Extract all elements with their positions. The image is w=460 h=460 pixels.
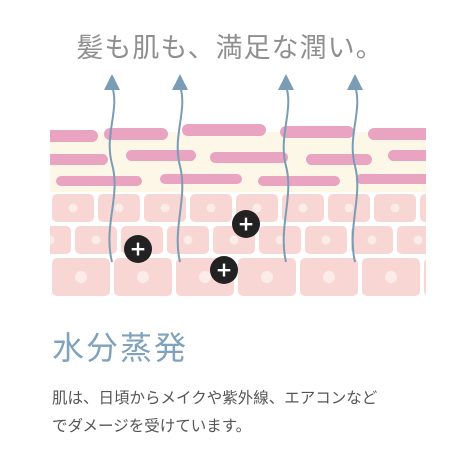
description: 肌は、日頃からメイクや紫外線、エアコンなど でダメージを受けています。 xyxy=(52,384,432,440)
damage-plus-marker: + xyxy=(210,256,238,284)
cell-nucleus xyxy=(390,203,400,213)
cell-nucleus xyxy=(68,203,78,213)
cell-nucleus xyxy=(206,203,216,213)
cell-nucleus xyxy=(323,271,335,283)
cell-nucleus xyxy=(183,235,193,245)
cell-nucleus xyxy=(261,271,273,283)
skin-cell xyxy=(418,192,426,224)
damage-plus-marker: + xyxy=(232,210,260,238)
cell-nucleus xyxy=(91,235,101,245)
description-line-1: 肌は、日頃からメイクや紫外線、エアコンなど xyxy=(52,389,378,407)
cell-nucleus xyxy=(160,203,170,213)
upward-arrow-head xyxy=(104,74,120,90)
cell-nucleus xyxy=(437,204,446,213)
damage-marker-symbol: + xyxy=(216,258,233,282)
cell-nucleus xyxy=(447,271,459,283)
skin-evaporation-illustration: + + + xyxy=(50,74,459,298)
upward-arrow xyxy=(282,85,290,263)
cell-nucleus xyxy=(275,235,285,245)
damage-plus-marker: + xyxy=(124,235,152,263)
section-title: 水分蒸発 xyxy=(52,329,189,367)
cell-nucleus xyxy=(50,235,55,245)
cell-nucleus xyxy=(367,235,377,245)
upward-arrow xyxy=(176,85,184,263)
upward-arrow xyxy=(351,85,359,263)
cell-nucleus xyxy=(137,271,149,283)
cell-nucleus xyxy=(298,203,308,213)
cell-nucleus xyxy=(344,203,354,213)
description-line-2: でダメージを受けています。 xyxy=(52,417,252,435)
cell-nucleus xyxy=(413,235,423,245)
evaporation-arrows xyxy=(108,85,359,263)
cell-nucleus xyxy=(75,271,87,283)
headline: 髪も肌も、満足な潤い。 xyxy=(76,33,384,64)
skin-cell xyxy=(50,224,73,256)
skin-cell xyxy=(395,224,426,256)
upward-arrow-head xyxy=(278,74,294,90)
cell-nucleus xyxy=(385,271,397,283)
cell-nucleus xyxy=(229,235,239,245)
upward-arrow-head xyxy=(172,74,188,90)
upward-arrow-head xyxy=(347,74,363,90)
cell-nucleus xyxy=(252,203,262,213)
arrow-heads xyxy=(104,74,363,90)
cell-nucleus xyxy=(114,203,124,213)
cell-nucleus xyxy=(199,271,211,283)
cell-nucleus xyxy=(321,235,331,245)
damage-marker-symbol: + xyxy=(238,212,255,236)
damage-marker-symbol: + xyxy=(130,237,147,261)
skin-cells xyxy=(50,192,459,298)
skin-cell xyxy=(422,256,426,298)
upward-arrow xyxy=(108,85,116,263)
